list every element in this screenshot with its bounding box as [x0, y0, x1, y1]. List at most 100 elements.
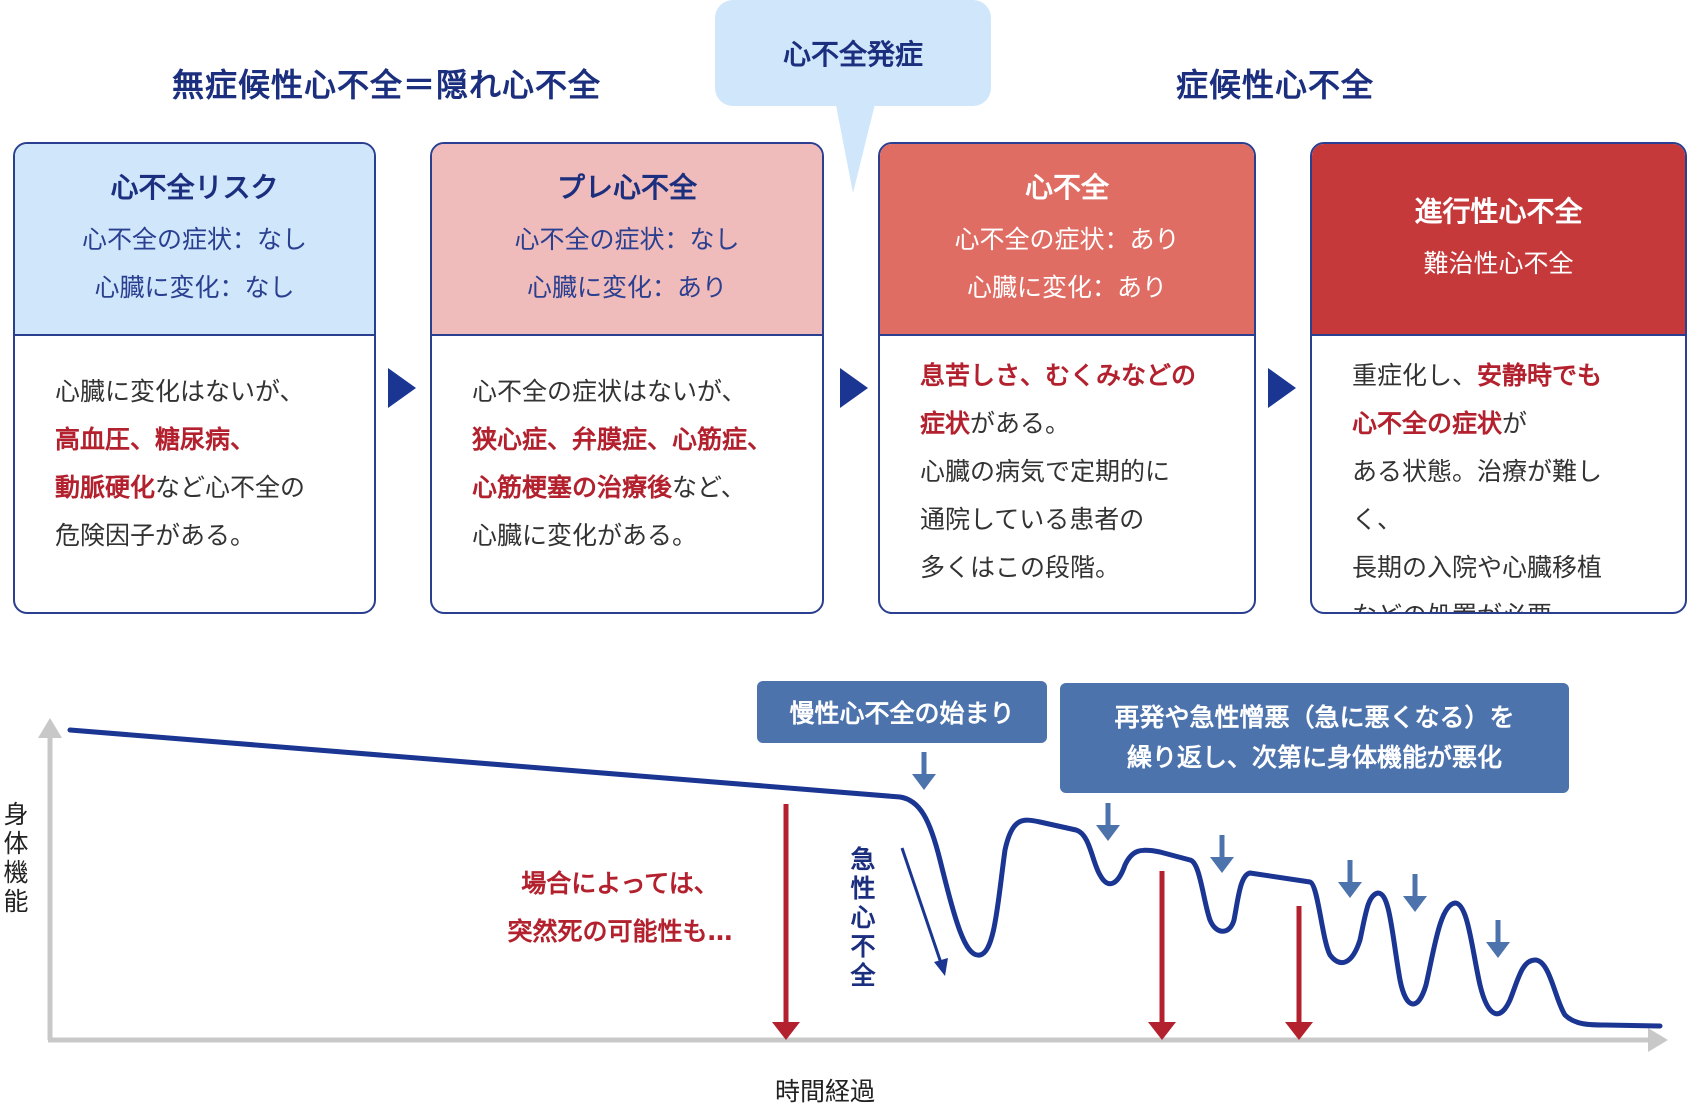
- stage-card-pre: プレ心不全 心不全の症状：なし心臓に変化：あり 心不全の症状はないが、狭心症、弁…: [430, 142, 824, 614]
- stage-header: 心不全リスク 心不全の症状：なし心臓に変化：なし: [15, 144, 374, 336]
- onset-callout: 心不全発症: [715, 0, 991, 106]
- repeat-line-1: 再発や急性憎悪（急に悪くなる）を: [1114, 703, 1515, 732]
- stage-description-line: 息苦しさ、むくみなどの: [920, 352, 1214, 400]
- down-arrow-icon: [912, 752, 936, 790]
- highlighted-text: 心筋梗塞の治療後: [472, 473, 673, 502]
- y-axis-label: 身体機能: [3, 800, 29, 916]
- stage-name: 心不全リスク: [110, 171, 279, 204]
- stage-head-lines: 心不全の症状：なし心臓に変化：なし: [82, 216, 307, 312]
- stage-description: 息苦しさ、むくみなどの症状がある。心臓の病気で定期的に通院している患者の多くはこ…: [880, 336, 1254, 592]
- description-text: 多くはこの段階。: [920, 553, 1121, 582]
- stage-description-line: 心筋梗塞の治療後など、: [472, 464, 782, 512]
- stage-description: 心臓に変化はないが、高血圧、糖尿病、動脈硬化など心不全の危険因子がある。: [15, 336, 374, 560]
- description-text: 長期の入院や心臓移植: [1352, 553, 1603, 582]
- stage-description-line: 重症化し、安静時でも: [1352, 352, 1645, 400]
- stage-head-lines: 心不全の症状：なし心臓に変化：あり: [514, 216, 739, 312]
- stage-card-risk: 心不全リスク 心不全の症状：なし心臓に変化：なし 心臓に変化はないが、高血圧、糖…: [13, 142, 376, 614]
- stage-name: 心不全: [1024, 171, 1109, 204]
- stage-description: 心不全の症状はないが、狭心症、弁膜症、心筋症、心筋梗塞の治療後など、心臓に変化が…: [432, 336, 822, 560]
- flow-arrow-icon: [386, 366, 418, 410]
- flow-arrow-icon: [838, 366, 870, 410]
- description-text: など、: [672, 473, 746, 502]
- stage-header: プレ心不全 心不全の症状：なし心臓に変化：あり: [432, 144, 822, 336]
- stage-head-line: 心不全の症状：なし: [514, 225, 740, 254]
- highlighted-text: 息苦しさ、むくみなどの: [920, 361, 1197, 390]
- stage-head-line: 心不全の症状：あり: [954, 225, 1180, 254]
- stage-description-line: 高血圧、糖尿病、: [55, 416, 334, 464]
- stage-description-line: 心不全の症状はないが、: [472, 368, 782, 416]
- physical-function-curve: [67, 727, 1663, 1029]
- highlighted-text: 心不全の症状: [1352, 409, 1503, 438]
- down-arrow-icon: [1096, 803, 1120, 841]
- description-text: が: [1502, 409, 1528, 438]
- stage-description-line: 動脈硬化など心不全の: [55, 464, 334, 512]
- stage-description-line: 心臓の病気で定期的に: [920, 448, 1214, 496]
- description-text: ある状態。治療が難しく、: [1352, 457, 1603, 534]
- highlighted-text: 高血圧、糖尿病、: [55, 425, 256, 454]
- acute-arrowhead: [934, 958, 948, 976]
- down-arrow-icon: [1210, 835, 1234, 873]
- acute-heart-failure-label: 急性心不全: [850, 845, 876, 990]
- stage-head-line: 心臓に変化：あり: [526, 273, 727, 302]
- down-arrow-icon: [1338, 860, 1362, 898]
- symptomatic-section-title: 症候性心不全: [1176, 66, 1375, 104]
- stage-head-line: 心臓に変化：あり: [966, 273, 1167, 302]
- stage-description: 重症化し、安静時でも心不全の症状がある状態。治療が難しく、長期の入院や心臓移植な…: [1312, 336, 1685, 612]
- stage-description-line: 症状がある。: [920, 400, 1214, 448]
- stage-description-line: 長期の入院や心臓移植: [1352, 544, 1645, 592]
- stage-head-line: 心不全の症状：なし: [81, 225, 307, 254]
- stage-card-heart-failure: 心不全 心不全の症状：あり心臓に変化：あり 息苦しさ、むくみなどの症状がある。心…: [878, 142, 1256, 614]
- sudden-line-2: 突然死の可能性も…: [507, 917, 733, 946]
- stage-head-line: 難治性心不全: [1423, 249, 1574, 278]
- description-text: 心臓の病気で定期的に: [920, 457, 1171, 486]
- stage-description-line: 狭心症、弁膜症、心筋症、: [472, 416, 782, 464]
- stage-description-line: 心臓に変化がある。: [472, 512, 782, 560]
- stage-description-line: 多くはこの段階。: [920, 544, 1214, 592]
- repeat-line-2: 繰り返し、次第に身体機能が悪化: [1126, 743, 1502, 772]
- stage-name: 進行性心不全: [1414, 195, 1583, 228]
- description-text: がある。: [970, 409, 1071, 438]
- stage-header: 心不全 心不全の症状：あり心臓に変化：あり: [880, 144, 1254, 336]
- highlighted-text: 狭心症、弁膜症、心筋症、: [472, 425, 773, 454]
- flow-arrow-icon: [1266, 366, 1298, 410]
- stage-head-lines: 難治性心不全: [1423, 240, 1573, 288]
- stage-description-line: 心不全の症状が: [1352, 400, 1645, 448]
- down-arrow-icon: [1486, 920, 1510, 958]
- stage-head-lines: 心不全の症状：あり心臓に変化：あり: [954, 216, 1179, 312]
- stage-description-line: ある状態。治療が難しく、: [1352, 448, 1645, 544]
- description-text: 心臓に変化がある。: [472, 521, 698, 550]
- callout-tail: [835, 100, 876, 193]
- stage-description-line: 心臓に変化はないが、: [55, 368, 334, 416]
- down-arrow-icon: [1403, 874, 1427, 912]
- stage-card-advanced: 進行性心不全 難治性心不全 重症化し、安静時でも心不全の症状がある状態。治療が難…: [1310, 142, 1687, 614]
- repeat-exacerbation-label: 再発や急性憎悪（急に悪くなる）を 繰り返し、次第に身体機能が悪化: [1060, 683, 1569, 793]
- description-text: 心不全の症状はないが、: [472, 377, 747, 406]
- x-axis-label: 時間経過: [774, 1077, 875, 1106]
- stage-header: 進行性心不全 難治性心不全: [1312, 144, 1685, 336]
- stage-name: プレ心不全: [556, 171, 697, 204]
- sudden-death-arrow: [1285, 906, 1313, 1040]
- sudden-death-label: 場合によっては、 突然死の可能性も…: [470, 860, 770, 956]
- chronic-start-text: 慢性心不全の始まり: [789, 699, 1015, 728]
- sudden-line-1: 場合によっては、: [521, 869, 719, 898]
- stage-description-line: 通院している患者の: [920, 496, 1214, 544]
- x-axis-arrowhead: [1648, 1028, 1668, 1052]
- asymptomatic-section-title: 無症候性心不全＝隠れ心不全: [172, 66, 602, 104]
- stage-description-line: などの処置が必要。: [1352, 592, 1645, 612]
- stage-head-line: 心臓に変化：なし: [94, 273, 295, 302]
- description-text: 重症化し、: [1352, 361, 1478, 390]
- acute-arrow: [900, 847, 944, 967]
- highlighted-text: 動脈硬化: [55, 473, 156, 502]
- sudden-death-arrow: [1148, 871, 1176, 1040]
- description-text: 心臓に変化はないが、: [55, 377, 305, 406]
- sudden-death-arrow: [772, 804, 800, 1040]
- description-text: など心不全の: [155, 473, 306, 502]
- highlighted-text: 安静時でも: [1477, 361, 1603, 390]
- stage-description-line: 危険因子がある。: [55, 512, 334, 560]
- y-axis-arrowhead: [38, 718, 62, 738]
- chronic-start-label: 慢性心不全の始まり: [757, 681, 1047, 743]
- description-text: 通院している患者の: [920, 505, 1145, 534]
- highlighted-text: 症状: [920, 409, 971, 438]
- description-text: 危険因子がある。: [55, 521, 256, 550]
